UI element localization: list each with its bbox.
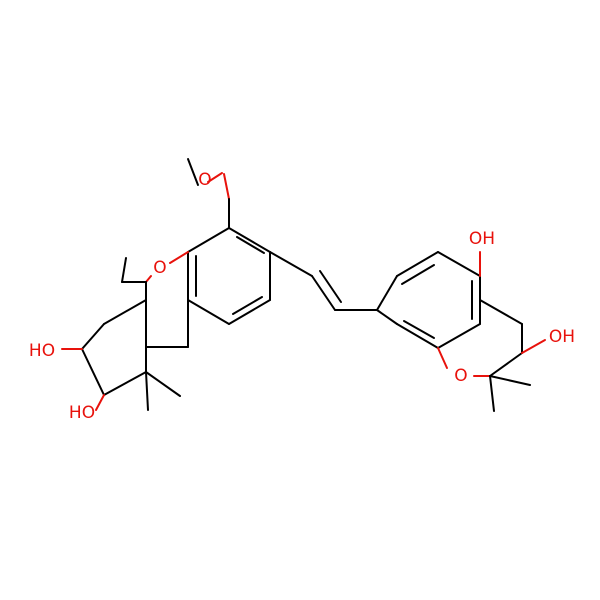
bond xyxy=(145,275,152,283)
bond xyxy=(228,299,271,325)
bond xyxy=(437,251,481,277)
bond xyxy=(437,323,481,349)
bond xyxy=(81,348,105,396)
bond xyxy=(521,339,546,354)
bond xyxy=(269,251,313,277)
bond xyxy=(145,371,181,397)
bond xyxy=(223,173,230,200)
bond xyxy=(187,299,230,325)
bond xyxy=(401,264,435,285)
hydroxyl-right-side-label: OH xyxy=(549,327,575,347)
hydroxyl-phenol-label: OH xyxy=(469,229,495,249)
bond xyxy=(103,371,147,396)
bond xyxy=(376,309,398,325)
bond xyxy=(169,251,189,264)
bond xyxy=(103,299,147,325)
ring-oxygen-right-label: O xyxy=(454,366,467,386)
bond xyxy=(207,172,223,183)
hydroxyl-left-lower-label: HO xyxy=(69,403,95,423)
bond xyxy=(489,375,495,412)
methoxy-oxygen-label: O xyxy=(198,170,211,190)
bond xyxy=(95,394,105,411)
bond xyxy=(489,375,531,386)
bond xyxy=(396,251,439,277)
bond xyxy=(187,227,230,253)
bond xyxy=(376,275,398,311)
bond xyxy=(187,158,199,186)
bond xyxy=(145,371,149,411)
hydroxyl-left-upper-label: HO xyxy=(29,341,55,361)
bond xyxy=(311,275,336,311)
bond xyxy=(319,270,342,303)
bond xyxy=(121,257,127,283)
ring-oxygen-left-label: O xyxy=(153,258,166,278)
bond xyxy=(81,323,105,350)
bond xyxy=(236,236,265,254)
bond xyxy=(479,299,523,325)
bond xyxy=(396,323,439,349)
bond xyxy=(232,296,263,315)
bond xyxy=(437,347,448,369)
bond xyxy=(403,320,435,339)
bond xyxy=(228,227,271,253)
bond xyxy=(489,352,523,377)
